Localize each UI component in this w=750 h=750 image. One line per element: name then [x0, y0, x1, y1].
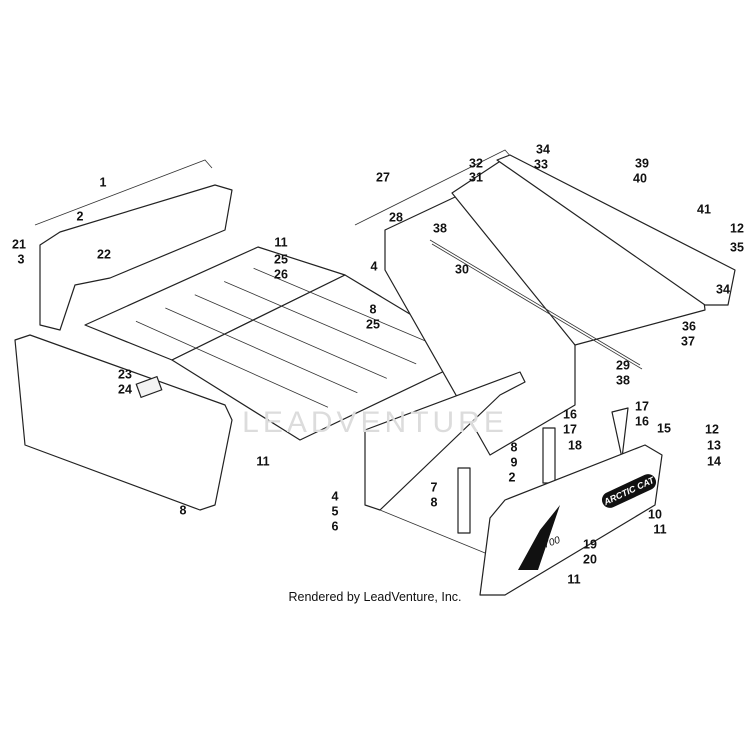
- front-panel: [39, 184, 233, 331]
- decal-24: [135, 375, 163, 399]
- callout-number: 20: [583, 552, 597, 566]
- callout-number: 33: [534, 157, 548, 171]
- post-7: [457, 467, 471, 534]
- callout-number: 9: [511, 455, 518, 469]
- callout-number: 35: [730, 240, 744, 254]
- callout-number: 8: [180, 503, 187, 517]
- callout-number: 41: [697, 202, 711, 216]
- callout-number: 18: [568, 438, 582, 452]
- callout-number: 16: [563, 407, 577, 421]
- callout-number: 3: [18, 252, 25, 266]
- callout-number: 38: [616, 373, 630, 387]
- callout-number: 24: [118, 382, 132, 396]
- callout-number: 17: [563, 422, 577, 436]
- callout-number: 8: [370, 302, 377, 316]
- callout-number: 11: [274, 235, 287, 249]
- callout-number: 30: [455, 262, 469, 276]
- callout-number: 27: [376, 170, 390, 184]
- callout-number: 21: [12, 237, 26, 251]
- floor-rib: [224, 281, 417, 365]
- rail-assembly: [496, 154, 736, 306]
- footer-credit: Rendered by LeadVenture, Inc.: [288, 590, 462, 604]
- side-panel-left: [14, 334, 233, 511]
- callout-number: 37: [681, 334, 695, 348]
- callout-number: 25: [274, 252, 288, 266]
- callout-number: 11: [567, 572, 580, 586]
- strap-18: [611, 407, 629, 459]
- callout-number: 4: [371, 259, 378, 273]
- callout-number: 2: [77, 209, 84, 223]
- callout-number: 25: [366, 317, 380, 331]
- floor-rib: [165, 307, 358, 394]
- callout-number: 26: [274, 267, 288, 281]
- callout-number: 17: [635, 399, 649, 413]
- callout-number: 4: [332, 489, 339, 503]
- callout-number: 28: [389, 210, 403, 224]
- callout-number: 34: [536, 142, 550, 156]
- callout-number: 34: [716, 282, 730, 296]
- post-9: [542, 427, 556, 484]
- callout-number: 15: [657, 421, 671, 435]
- watermark: LEADVENTURE: [242, 406, 508, 439]
- graphic-decal-19: [518, 505, 560, 570]
- callout-number: 14: [707, 454, 721, 468]
- floor-rib: [253, 267, 446, 350]
- callout-number: 39: [635, 156, 649, 170]
- callout-number: 12: [705, 422, 719, 436]
- callout-number: 8: [431, 495, 438, 509]
- floor-ribs: [135, 267, 446, 408]
- floor-rib: [135, 320, 329, 408]
- callout-number: 38: [433, 221, 447, 235]
- callout-number: 13: [707, 438, 721, 452]
- floor-rib: [194, 294, 387, 379]
- callout-number: 22: [97, 247, 111, 261]
- callout-number: 5: [332, 504, 339, 518]
- rod-29: [429, 239, 641, 366]
- callout-number: 7: [431, 480, 438, 494]
- assembly-bracket-1: [34, 159, 213, 226]
- callout-number: 31: [469, 170, 483, 184]
- inner-panel-5: [364, 371, 526, 511]
- callout-number: 2: [509, 470, 516, 484]
- arctic-cat-decal: [601, 474, 657, 508]
- callout-number: 11: [653, 522, 666, 536]
- callout-number: 8: [511, 440, 518, 454]
- callout-number: 10: [648, 507, 662, 521]
- callout-number: 16: [635, 414, 649, 428]
- callout-number: 12: [730, 221, 744, 235]
- callout-number: 19: [583, 537, 597, 551]
- callout-number: 36: [682, 319, 696, 333]
- callout-number: 40: [633, 171, 647, 185]
- callout-number: 11: [256, 454, 269, 468]
- callout-number: 29: [616, 358, 630, 372]
- callout-number: 32: [469, 156, 483, 170]
- callout-number: 6: [332, 519, 339, 533]
- callout-number: 1: [100, 175, 107, 189]
- callout-number: 23: [118, 367, 132, 381]
